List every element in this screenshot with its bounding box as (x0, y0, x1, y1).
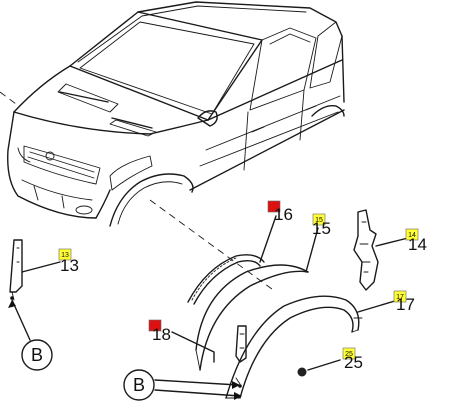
part-16-inner-shield (187, 215, 277, 305)
part-14-bracket (353, 209, 409, 291)
callout-number-18: 18 (152, 325, 171, 344)
vehicle-outline (7, 1, 345, 227)
part-13-bracket (9, 239, 61, 301)
badge-15 (312, 213, 326, 226)
callout-17: 17 17 (393, 290, 415, 314)
badge-text-17: 17 (396, 294, 404, 301)
badge-17 (393, 290, 407, 303)
part-17-fender-flare (225, 295, 399, 399)
callout-25: 25 25 (342, 347, 363, 372)
badge-text-14: 14 (408, 232, 416, 239)
callout-number-13: 13 (60, 256, 79, 275)
badge-18 (148, 319, 162, 332)
badge-25 (342, 347, 356, 360)
view-letter-left: B (31, 345, 43, 365)
view-b-bottom: B (123, 369, 242, 401)
callout-number-17: 17 (396, 295, 415, 314)
callout-14: 14 14 (405, 228, 427, 254)
leader-dashed-line (149, 199, 277, 293)
callout-13: 13 13 (58, 248, 79, 275)
badge-text-13: 13 (61, 252, 69, 259)
badge-text-15: 15 (315, 217, 323, 224)
callout-16: 16 (267, 200, 293, 224)
view-letter-bottom: B (133, 375, 145, 395)
callout-number-15: 15 (312, 219, 331, 238)
view-b-left: B (8, 299, 53, 371)
part-15-liner (195, 227, 319, 371)
callout-number-25: 25 (344, 353, 363, 372)
leader-dashed-line-left (0, 91, 17, 105)
part-25-nut (297, 359, 341, 377)
callout-15: 15 15 (312, 213, 331, 238)
badge-text-25: 25 (345, 351, 353, 358)
badge-16 (267, 200, 281, 213)
callout-18: 18 (148, 319, 171, 344)
callout-number-14: 14 (408, 235, 427, 254)
badge-13 (58, 248, 72, 261)
part-18-clip (171, 325, 247, 388)
callout-number-16: 16 (274, 205, 293, 224)
badge-14 (405, 228, 419, 241)
